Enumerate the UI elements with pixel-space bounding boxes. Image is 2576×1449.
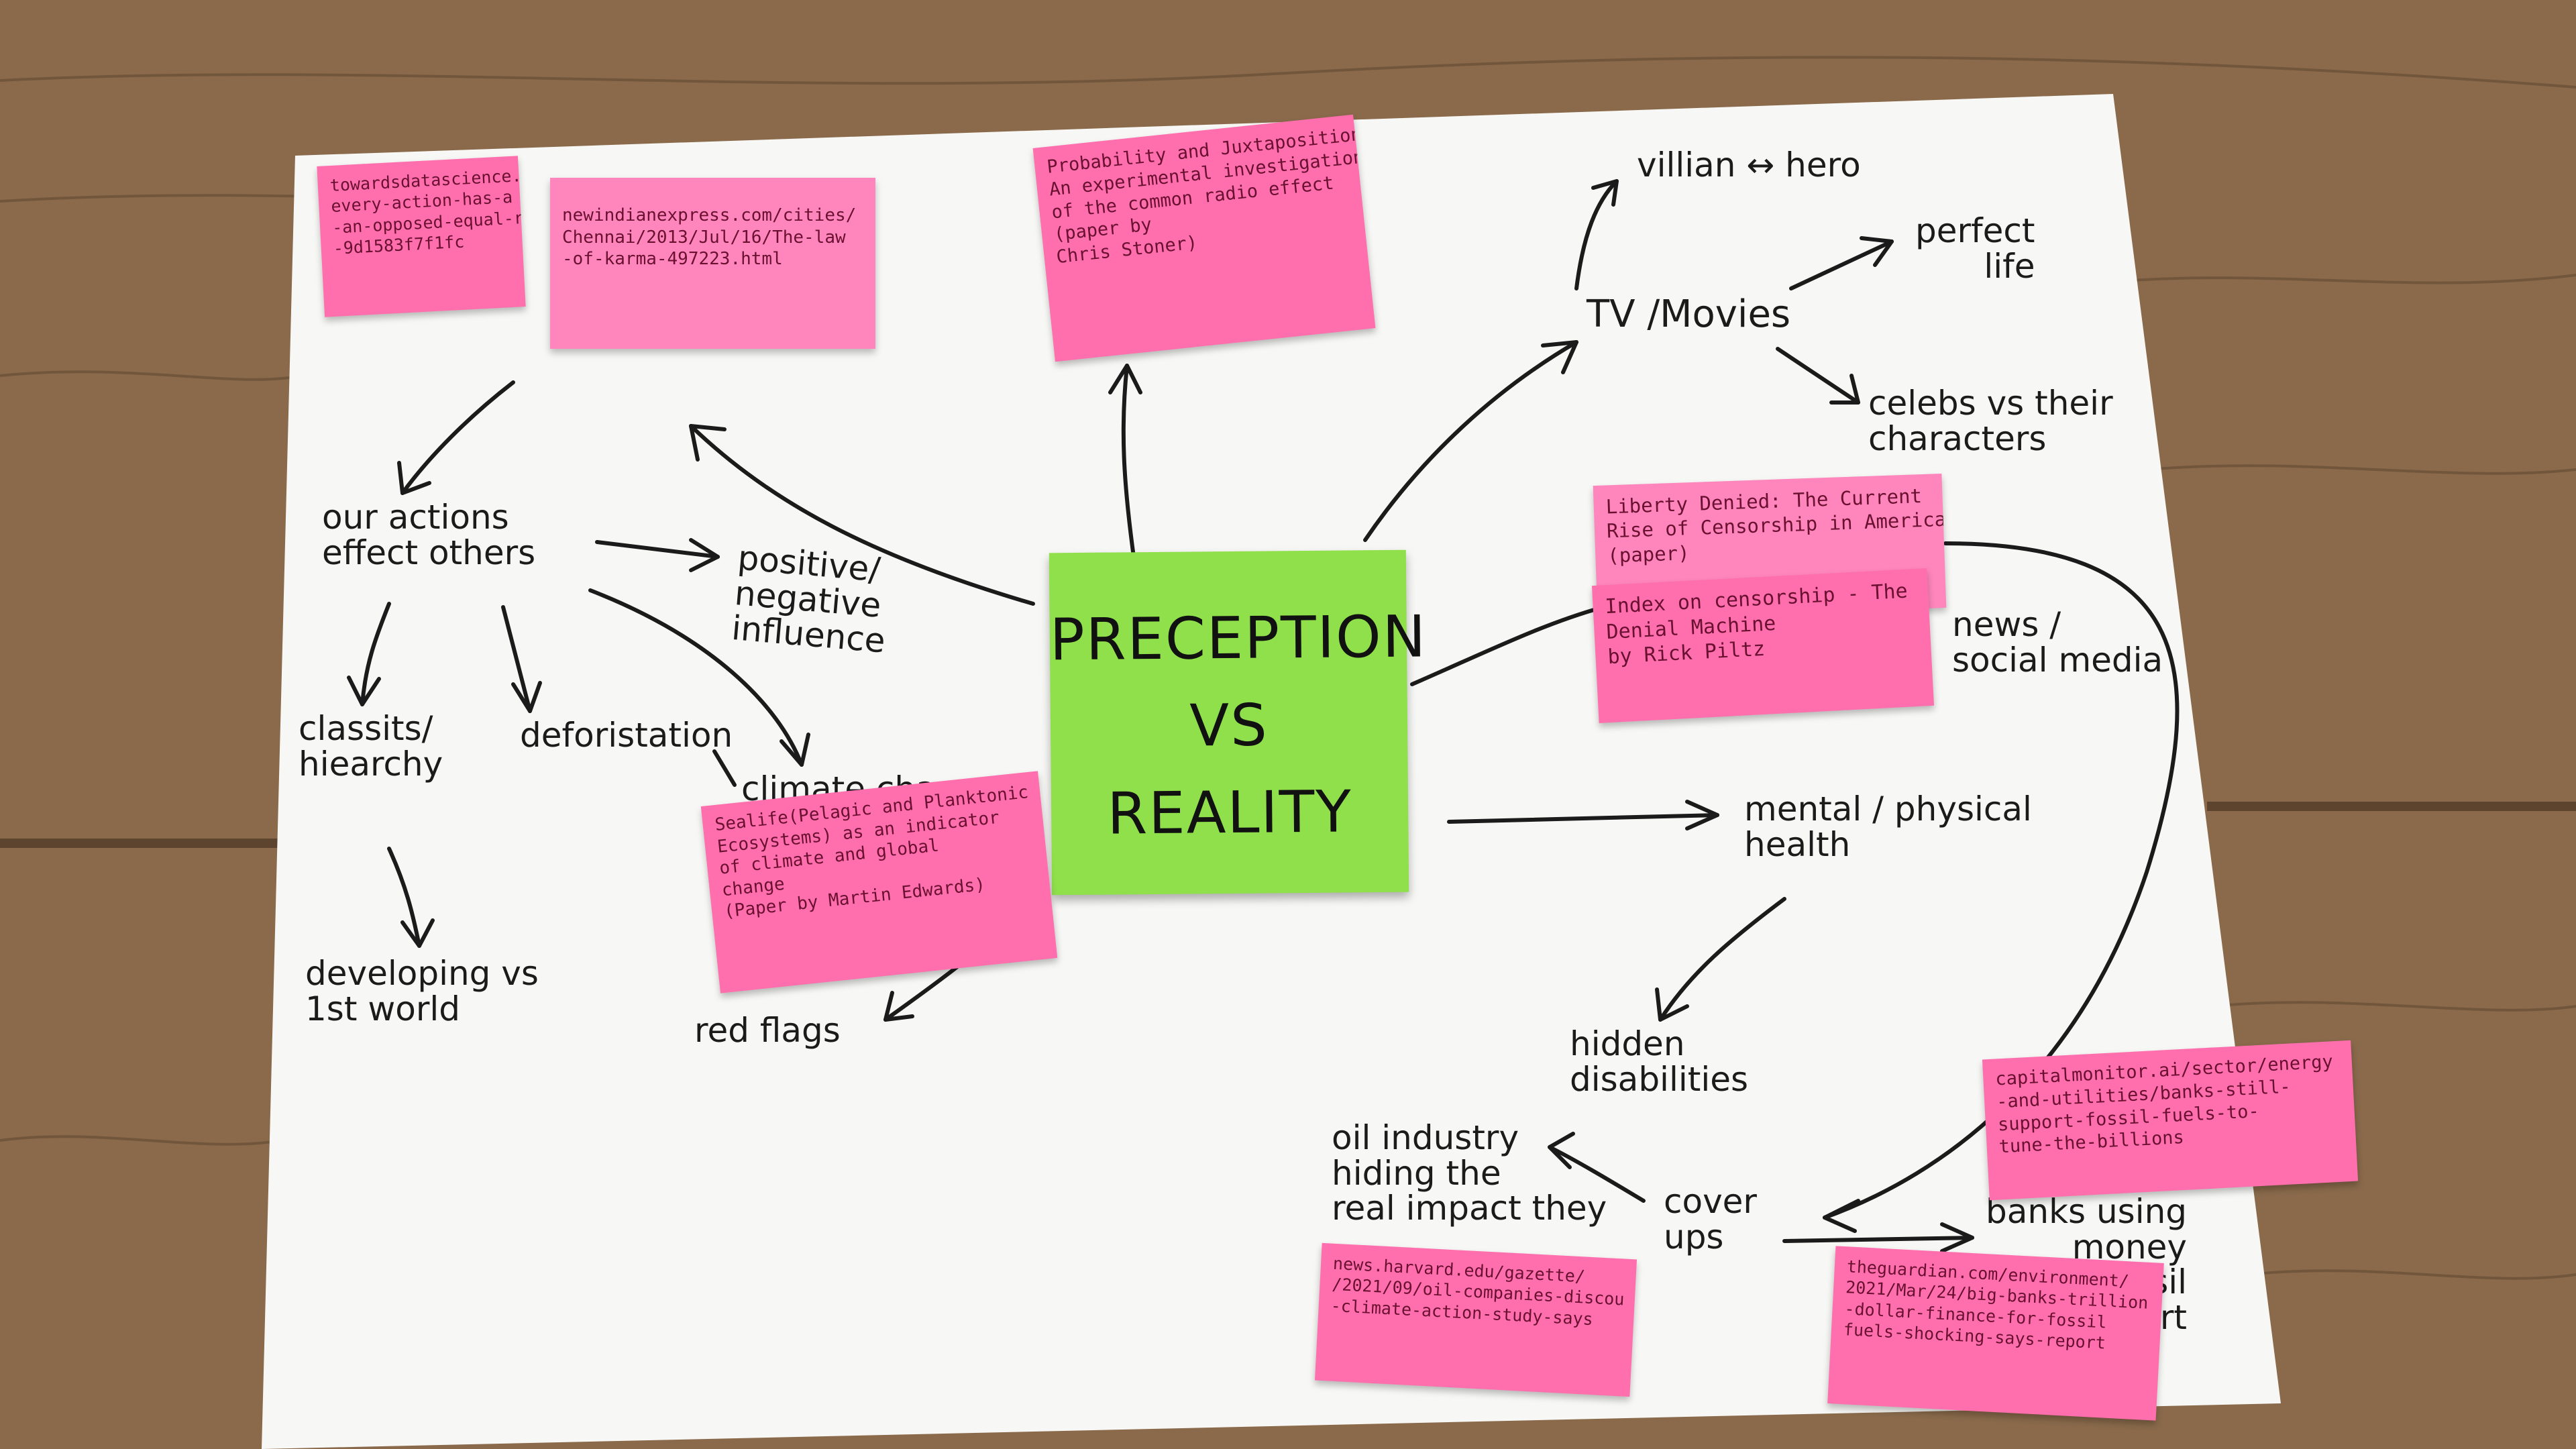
arrow-health-to-disabilities [1658, 897, 1786, 1022]
plank-gap [0, 839, 309, 848]
arrow-topleft-to-actions [400, 380, 515, 495]
arrow-actions-to-deforestation [501, 605, 532, 713]
label-oil-industry: oil industry hiding the real impact they [1332, 1118, 1607, 1228]
center-sticky-note: PRECEPTION VS REALITY [1049, 549, 1428, 896]
arrow-actions-to-classism [360, 602, 391, 706]
center-title-line3: REALITY [1107, 778, 1353, 848]
label-perfect-life: perfect life [1915, 211, 2035, 286]
arrow-deforestation-to-climate [712, 749, 737, 787]
label-celebs: celebs vs their characters [1868, 384, 2113, 458]
sticky-note-probability-paper: Probability and Juxtaposition: An experi… [1032, 114, 1376, 362]
arrow-heads [347, 179, 1974, 1253]
arrow-tv-to-perfect-life [1789, 239, 1894, 290]
label-our-actions: our actions effect others [322, 498, 536, 572]
sticky-note-guardian: theguardian.com/environment/ 2021/Mar/24… [1827, 1246, 2164, 1421]
arrow-center-to-health [1447, 813, 1719, 824]
arrow-news-to-cover-ups [1823, 541, 2180, 1220]
label-tv-movies: TV /Movies [1587, 292, 1791, 336]
sticky-note-capital-monitor: capitalmonitor.ai/sector/energy -and-uti… [1982, 1040, 2359, 1201]
sticky-note-new-indian-express: newindianexpress.com/cities/ Chennai/201… [550, 178, 875, 349]
plank-gap [2207, 802, 2576, 811]
label-villain-hero: villian ↔ hero [1637, 146, 1861, 184]
sticky-note-towards-data-science: towardsdatascience.com/ every-action-has… [317, 156, 526, 317]
center-title-line1: PRECEPTION [1049, 603, 1428, 674]
label-hidden-disabilities: hidden disabilities [1570, 1024, 1749, 1099]
sticky-note-sealife-paper: Sealife(Pelagic and Planktonic Ecosystem… [700, 771, 1058, 994]
arrow-cover-to-banks [1782, 1236, 1974, 1243]
arrow-actions-to-climate [588, 588, 804, 767]
sticky-note-harvard-gazette: news.harvard.edu/gazette/ /2021/09/oil-c… [1314, 1242, 1638, 1397]
arrow-tv-to-villain [1574, 179, 1619, 290]
arrow-classism-to-developing [387, 847, 421, 948]
label-cover-ups: cover ups [1664, 1182, 1757, 1256]
arrow-cover-to-oil [1548, 1145, 1646, 1203]
arrow-center-to-tv [1363, 340, 1578, 542]
label-news-social: news / social media [1952, 605, 2163, 680]
arrow-tv-to-celebs [1776, 347, 1860, 405]
label-developing: developing vs 1st world [305, 954, 539, 1028]
connector-lines [360, 179, 2180, 1243]
label-red-flags: red flags [694, 1011, 841, 1050]
arrow-center-to-top-left [689, 424, 1035, 606]
center-title-line2: VS [1189, 692, 1269, 760]
label-positive-negative: positive/ negative influence [730, 538, 888, 661]
label-classism: classits/ hiearchy [299, 709, 443, 784]
arrow-actions-to-positive [595, 540, 720, 559]
label-deforestation: deforistation [520, 716, 733, 755]
arrow-center-to-top [1121, 364, 1136, 559]
arrow-center-to-news [1410, 605, 1605, 686]
label-mental-physical: mental / physical health [1744, 790, 2032, 864]
sticky-note-index-censorship: Index on censorship - The Denial Machine… [1591, 568, 1935, 723]
